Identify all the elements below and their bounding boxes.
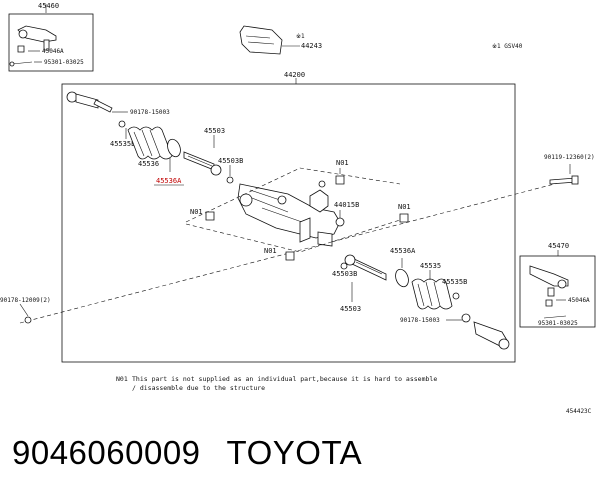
label-45046a-top: 45046A (42, 48, 64, 55)
label-45535b-top: 45535B (110, 140, 135, 148)
n01-marker-a (335, 175, 345, 185)
label-45536a: 45536A (390, 247, 416, 255)
label-45046a-bottom: 45046A (568, 297, 590, 304)
label-45535b-bottom: 45535B (442, 278, 467, 286)
label-90178-top: 90178-15003 (130, 109, 170, 116)
steering-gear-housing (237, 180, 341, 247)
label-n01-b: N01 (190, 208, 203, 216)
label-45535: 45535 (420, 262, 441, 270)
inner-tie-rod-bottom (344, 254, 387, 281)
seal-44015b (335, 217, 345, 227)
n01-marker-d (399, 213, 409, 223)
clip-45503b-top (226, 176, 234, 184)
label-45503b-top: 45503B (218, 157, 243, 165)
rack-cover-44243 (239, 25, 283, 55)
label-44015b: 44015B (334, 201, 359, 209)
boot-45535-bottom (411, 278, 453, 310)
label-44243: 44243 (301, 42, 322, 50)
clip-45535b-top (118, 120, 126, 128)
label-95301-bottom: 95301-03025 (538, 320, 578, 327)
n01-marker-b (205, 211, 215, 221)
label-gsv40-note: ※1 GSV40 (492, 43, 523, 50)
label-45536: 45536 (138, 160, 159, 168)
note-line-2: / disassemble due to the structure (132, 384, 265, 392)
tie-rod-end-left-frame (8, 13, 94, 72)
tie-rod-end-outer-right (473, 321, 510, 350)
tie-rod-end-inner-left (66, 91, 113, 113)
label-45503b-bottom: 45503B (332, 270, 357, 278)
label-95301-top: 95301-03025 (44, 59, 84, 66)
label-45503-bottom: 45503 (340, 305, 361, 313)
tie-rod-end-right-frame (519, 255, 596, 328)
tie-rod-end-left-part (9, 25, 57, 67)
label-45470: 45470 (548, 242, 569, 250)
brand-name: TOYOTA (226, 434, 363, 471)
n01-marker-c (285, 251, 295, 261)
boot-45535-top (127, 126, 173, 160)
label-n01-d: N01 (398, 203, 411, 211)
main-assembly-frame (61, 83, 516, 363)
label-n01-c: N01 (264, 247, 277, 255)
inner-tie-rod-top (183, 151, 222, 176)
note-code: N01 (116, 375, 128, 383)
diagram-ref-code: 454423C (566, 408, 592, 415)
nut-90178-left (24, 316, 32, 324)
label-90178-bottom: 90178-15003 (400, 317, 440, 324)
ring-45536a-bottom (395, 268, 409, 288)
tie-rod-end-right-part (529, 265, 569, 319)
label-45536a-highlighted: 45536A (156, 177, 182, 185)
label-44200: 44200 (284, 71, 305, 79)
label-n01-a: N01 (336, 159, 349, 167)
label-90119: 90119-12360(2) (544, 154, 595, 161)
clip-45535b-bottom (452, 292, 460, 300)
part-caption: 9046060009 TOYOTA (12, 434, 362, 472)
part-number: 9046060009 (12, 434, 201, 471)
ring-45536a-top (167, 138, 181, 158)
label-90178-left: 90178-12009(2) (0, 297, 51, 304)
label-45460: 45460 (38, 2, 59, 10)
note-line-1: This part is not supplied as an individu… (132, 375, 437, 383)
clip-45503b-bottom (340, 262, 348, 270)
label-45503-top: 45503 (204, 127, 225, 135)
label-44243-mark: ※1 (296, 33, 305, 40)
clamp-90178-bottom (461, 313, 471, 323)
